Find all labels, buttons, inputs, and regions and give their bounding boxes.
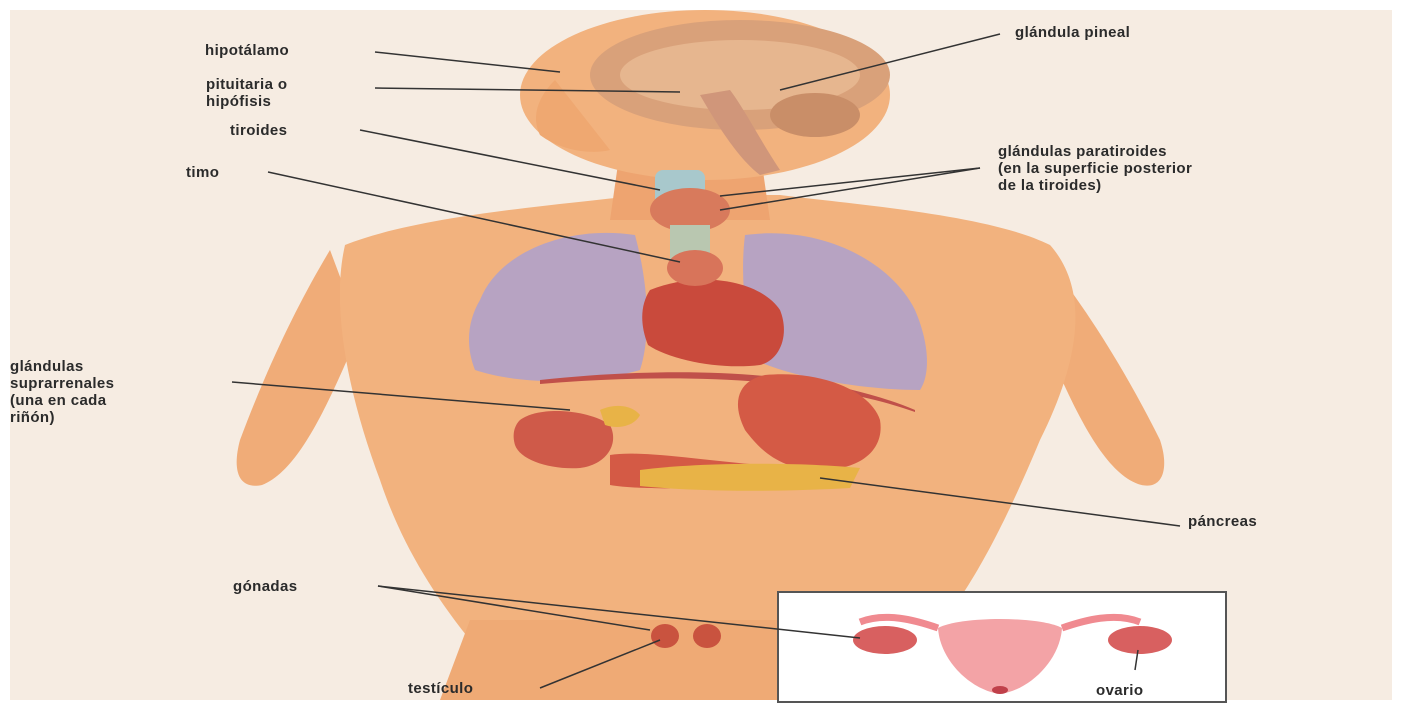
label-tiroides: tiroides — [230, 122, 287, 139]
label-paratiroides: glándulas paratiroides (en la superficie… — [998, 143, 1192, 194]
label-hipotalamo: hipotálamo — [205, 42, 289, 59]
label-pancreas: páncreas — [1188, 513, 1257, 530]
label-pituitaria: pituitaria o hipófisis — [206, 76, 287, 110]
label-gonadas: gónadas — [233, 578, 297, 595]
label-suprarrenales: glándulas suprarrenales (una en cada riñ… — [10, 358, 114, 426]
label-timo: timo — [186, 164, 219, 181]
label-ovario: ovario — [1096, 682, 1143, 699]
ovary-inset — [778, 592, 1226, 702]
label-testiculo: testículo — [408, 680, 473, 697]
label-pineal: glándula pineal — [1015, 24, 1130, 41]
